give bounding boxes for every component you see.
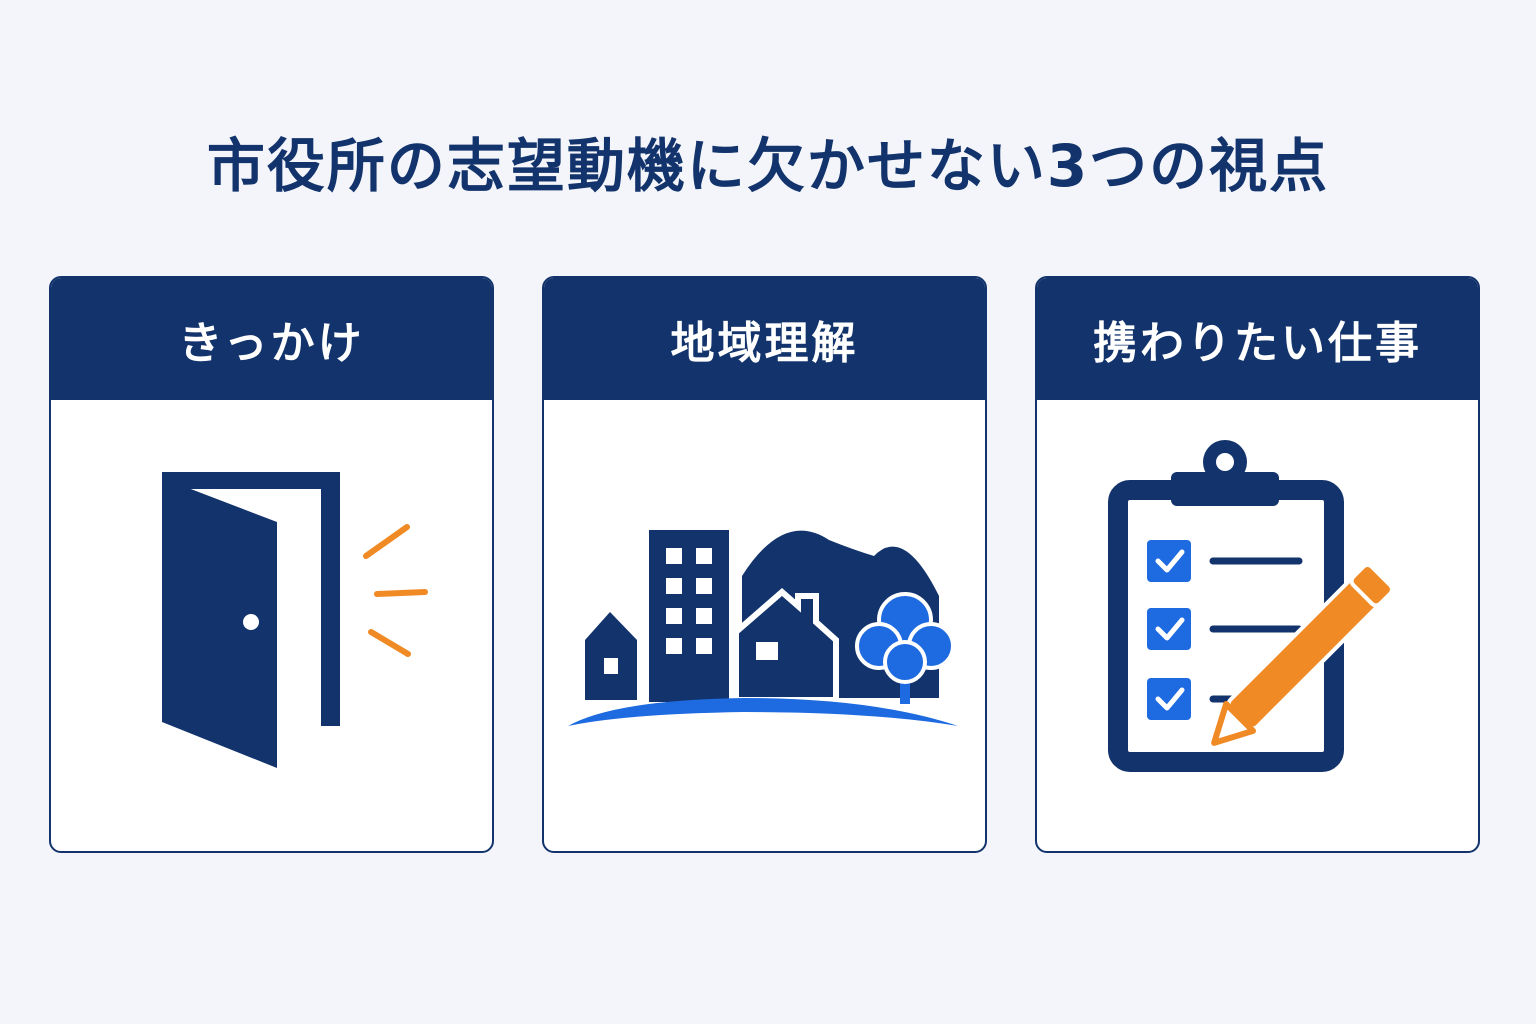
townscape-icon	[568, 530, 958, 726]
card-body	[51, 400, 492, 851]
card-trigger: きっかけ	[49, 276, 494, 853]
card-regional-understanding: 地域理解	[542, 276, 987, 853]
card-header: 携わりたい仕事	[1037, 278, 1478, 400]
card-body	[544, 400, 985, 851]
card-body	[1037, 400, 1478, 851]
card-header: 地域理解	[544, 278, 985, 400]
page-title: 市役所の志望動機に欠かせない3つの視点	[206, 132, 1330, 200]
clipboard-checklist-icon	[1108, 440, 1394, 772]
card-header: きっかけ	[51, 278, 492, 400]
open-door-icon	[162, 472, 428, 768]
card-desired-work: 携わりたい仕事	[1035, 276, 1480, 853]
